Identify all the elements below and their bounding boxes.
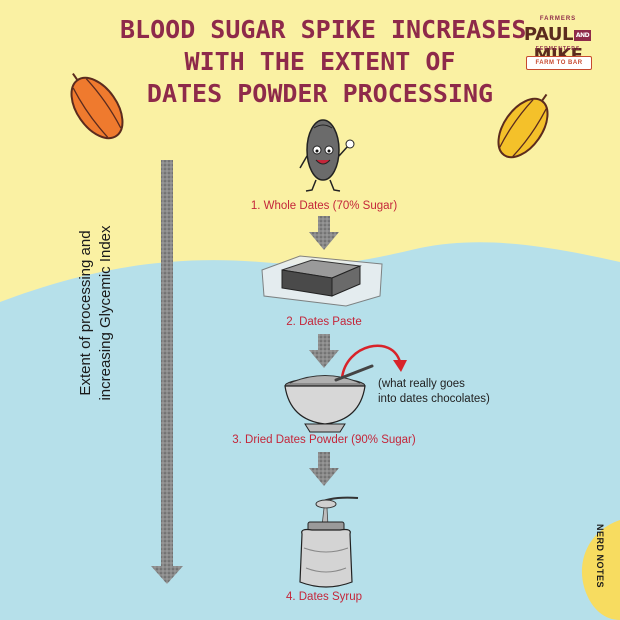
step-label-whole-dates: 1. Whole Dates (70% Sugar) (250, 200, 398, 212)
page-title: BLOOD SUGAR SPIKE INCREASES WITH THE EXT… (120, 14, 527, 110)
title-line-1: BLOOD SUGAR SPIKE INCREASES (120, 15, 527, 44)
step-arrow-1-icon (309, 216, 339, 250)
step-arrow-2-icon (309, 334, 339, 368)
title-line-3: DATES POWDER PROCESSING (146, 79, 494, 108)
powder-bowl-icon (284, 364, 374, 433)
nerd-notes-text: NERD NOTES (595, 523, 605, 588)
annotation-line-2: into dates chocolates) (378, 393, 490, 405)
brand-logo: FARMERS PAULANDMIKE FERMENTERS FARM TO B… (508, 16, 608, 78)
axis-label-line-1: Extent of processing and (77, 230, 94, 396)
chocolate-annotation: (what really goes into dates chocolates) (378, 377, 490, 407)
step-label-dried-powder: 3. Dried Dates Powder (90% Sugar) (232, 434, 416, 446)
dates-paste-icon (261, 255, 383, 307)
syrup-jar-icon (299, 496, 359, 588)
logo-sub-text: FERMENTERS (535, 46, 581, 52)
logo-banner: FARM TO BAR (526, 56, 592, 70)
processing-axis-arrow-icon (151, 160, 183, 584)
logo-brand-amp: AND (573, 29, 592, 41)
title-line-2: WITH THE EXTENT OF (184, 47, 456, 76)
corner-blob (581, 520, 620, 620)
step-arrow-3-icon (309, 452, 339, 486)
axis-label-line-2: increasing Glycemic Index (97, 225, 114, 401)
annotation-line-1: (what really goes (378, 378, 465, 390)
logo-top-text: FARMERS (539, 16, 577, 22)
step-label-dates-paste: 2. Dates Paste (286, 316, 362, 328)
orange-cocoa-pod-icon (70, 73, 124, 140)
logo-brand-left: PAUL (523, 24, 574, 45)
red-curved-arrow-icon (340, 344, 407, 379)
date-mascot-icon (299, 119, 355, 192)
yellow-cocoa-pod-icon (497, 93, 549, 159)
step-label-dates-syrup: 4. Dates Syrup (285, 591, 363, 603)
